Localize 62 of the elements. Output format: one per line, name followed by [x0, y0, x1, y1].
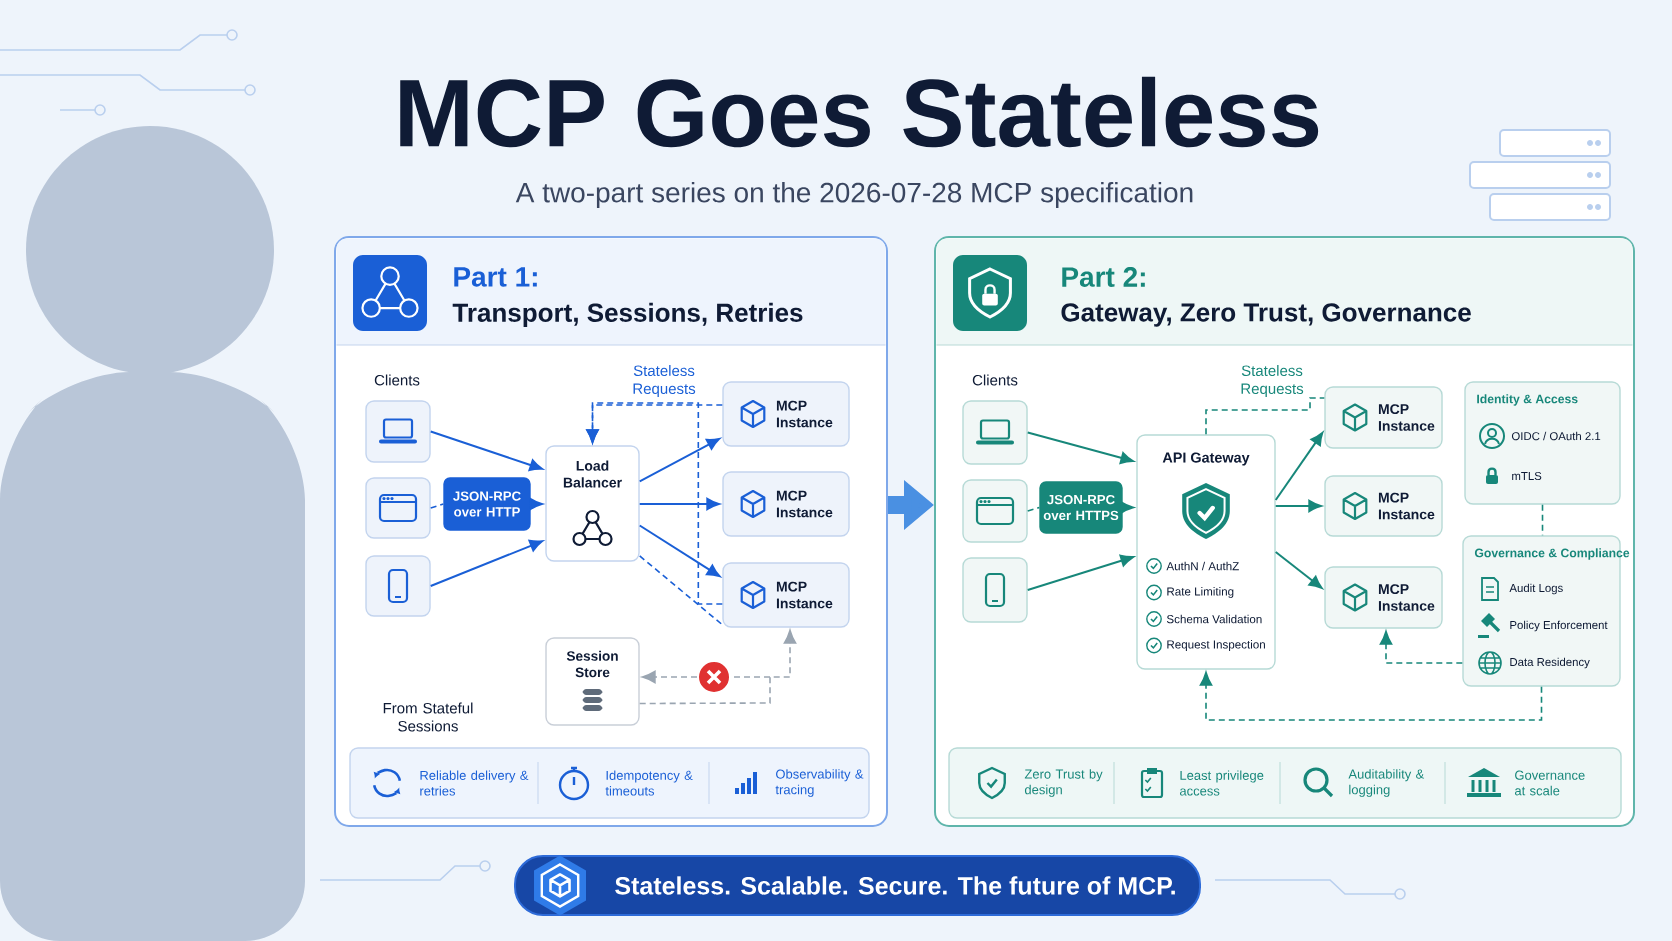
part-label: Part 2: [1062, 267, 1145, 287]
checklist-item: Request Inspection [1167, 640, 1265, 651]
banner: Stateless. Scalable. Secure. The future of MCP. [514, 855, 1201, 916]
arrow [1274, 551, 1323, 589]
subtitle: A two-part series on the 2026-07-28 MCP specification [515, 181, 1193, 209]
dashed-line [1026, 506, 1041, 512]
arrow [638, 437, 721, 483]
arrow [429, 430, 543, 472]
feature-text: Zero Trust by design [1024, 769, 1103, 797]
session-store-box: Session Store [545, 637, 640, 726]
feature-text: Least privilege access [1179, 770, 1264, 796]
instance-box: MCP Instance [722, 381, 850, 447]
card-heading: Governance & Compliance [1474, 548, 1630, 560]
dashed-arrow [1199, 671, 1543, 721]
card-heading: Identity & Access [1477, 394, 1578, 406]
flow-label: Stateless Requests [1241, 365, 1304, 397]
arrow [429, 539, 543, 587]
feature-text: Auditability & logging [1348, 769, 1425, 797]
feature-text: Reliable delivery & retries [420, 770, 529, 796]
instance-box: MCP Instance [1324, 566, 1443, 629]
list-item: Data Residency [1510, 657, 1590, 669]
arrow [638, 524, 721, 577]
load-balancer-box: Load Balancer [545, 445, 640, 562]
instance-box: MCP Instance [722, 471, 850, 537]
arrow [1026, 431, 1134, 464]
arrow [1274, 431, 1324, 501]
list-item: Policy Enforcement [1510, 620, 1608, 632]
caption-text: From Stateful Sessions [383, 702, 473, 732]
protocol-badge: JSON-RPC over HTTP [443, 477, 531, 531]
arrow [1026, 554, 1134, 591]
list-item: mTLS [1512, 472, 1542, 481]
error-mark [697, 660, 731, 694]
column-heading: Clients [374, 374, 420, 386]
dashed-line [429, 503, 445, 509]
dashed-arrow [586, 402, 724, 605]
feature-text: Governance at scale [1514, 770, 1585, 796]
instance-box: MCP Instance [1324, 475, 1443, 537]
arrow [1274, 499, 1322, 513]
protocol-badge: JSON-RPC over HTTPS [1039, 481, 1123, 534]
checklist-item: Rate Limiting [1167, 587, 1234, 598]
arrow [529, 497, 543, 511]
panel-heading: Gateway, Zero Trust, Governance [1061, 303, 1471, 327]
list-item: Audit Logs [1509, 583, 1563, 595]
column-heading: Clients [972, 374, 1018, 386]
part-label: Part 1: [454, 267, 537, 287]
feature-text: Observability & tracing [775, 769, 864, 797]
dashed-line [638, 555, 724, 626]
arrow [638, 497, 720, 511]
feature-text: Idempotency & timeouts [605, 770, 693, 796]
dashed-arrow [638, 629, 797, 705]
arrow [1120, 501, 1134, 514]
list-item: OIDC / OAuth 2.1 [1511, 431, 1601, 441]
dashed-line [1205, 397, 1326, 436]
instance-box: MCP Instance [1324, 386, 1443, 449]
panel-heading: Transport, Sessions, Retries [452, 302, 803, 328]
dashed-arrow [1379, 630, 1464, 664]
title: MCP Goes Stateless [400, 76, 1319, 148]
checklist-item: Schema Validation [1166, 614, 1262, 624]
instance-box: MCP Instance [722, 562, 850, 628]
dashed-arrow [641, 670, 771, 684]
checklist-item: AuthN / AuthZ [1166, 561, 1239, 571]
flow-label: Stateless Requests [633, 365, 696, 397]
